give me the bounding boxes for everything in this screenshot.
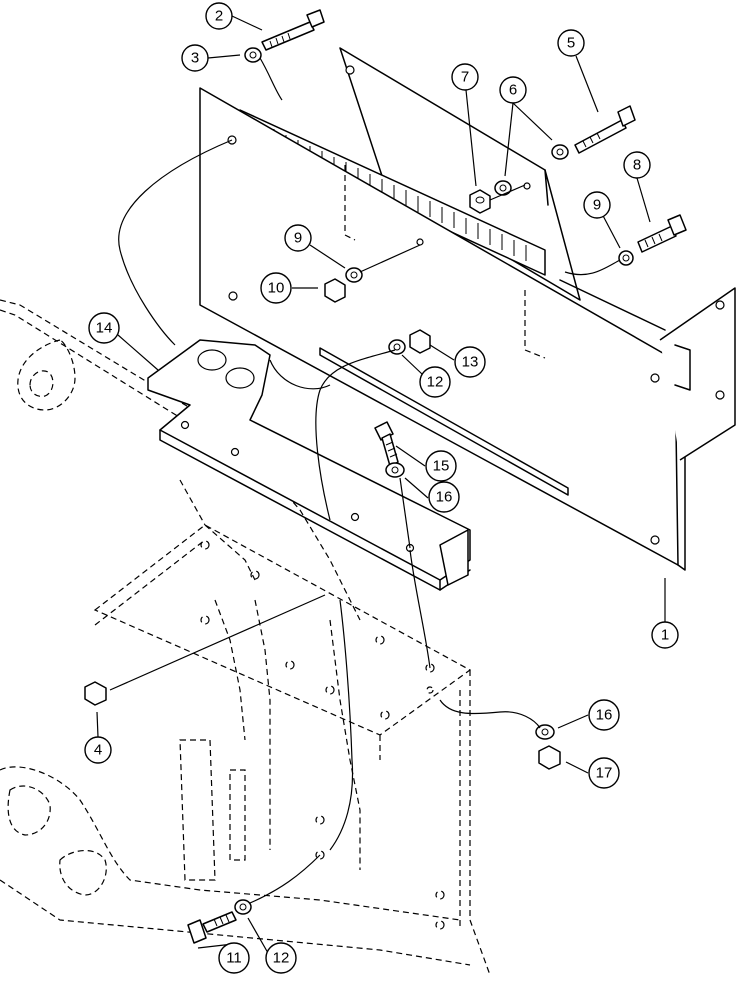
callout-label: 2 [215, 8, 223, 25]
callout-6: 6 [499, 76, 527, 104]
callout-label: 12 [273, 950, 290, 967]
washer-icon [385, 462, 405, 478]
callout-16-bottom: 16 [588, 699, 620, 731]
washer-icon [618, 250, 634, 266]
bolt-icon [637, 214, 687, 253]
nut-icon [324, 278, 346, 303]
callout-label: 8 [633, 157, 641, 174]
bolt-icon [187, 911, 237, 944]
callout-label: 16 [436, 489, 453, 506]
washer-icon [234, 899, 252, 915]
callout-label: 13 [462, 354, 479, 371]
callout-label: 4 [94, 742, 102, 759]
callout-2: 2 [205, 2, 233, 30]
machine-frame [0, 299, 491, 976]
callout-1: 1 [651, 621, 679, 649]
hardware [84, 9, 687, 944]
callout-15: 15 [425, 450, 457, 482]
washer-icon [244, 47, 262, 63]
callout-label: 11 [226, 950, 242, 967]
callout-3: 3 [181, 44, 209, 72]
callout-12-bottom: 12 [265, 942, 297, 974]
callout-label: 10 [268, 280, 285, 297]
nut-icon [469, 189, 491, 214]
callout-9-right: 9 [583, 191, 611, 219]
nut-icon [538, 745, 561, 770]
callout-label: 5 [567, 35, 575, 52]
callout-17: 17 [588, 757, 620, 789]
callout-label: 1 [661, 627, 669, 644]
washer-icon [494, 180, 512, 196]
callout-label: 12 [427, 374, 444, 391]
bolt-icon [261, 9, 325, 51]
callout-9-left: 9 [284, 224, 312, 252]
bracket [147, 339, 471, 591]
callout-label: 7 [461, 69, 469, 86]
washer-icon [345, 267, 363, 283]
callout-7: 7 [451, 63, 479, 91]
callout-12-top: 12 [419, 366, 451, 398]
assembly-lines [109, 57, 621, 904]
washer-icon [388, 339, 406, 355]
bolt-icon [374, 421, 399, 467]
callout-8: 8 [623, 151, 651, 179]
callout-label: 6 [509, 82, 517, 99]
washer-icon [535, 724, 555, 740]
callout-label: 9 [294, 230, 302, 247]
nut-icon [409, 329, 431, 354]
callout-10: 10 [260, 272, 292, 304]
callout-label: 9 [593, 197, 601, 214]
washer-icon [551, 144, 569, 160]
callout-11: 11 [218, 942, 250, 974]
bolt-icon [574, 105, 636, 154]
mounting-plate-assembly [199, 47, 736, 571]
callout-label: 3 [191, 50, 199, 67]
callout-label: 17 [596, 765, 613, 782]
callout-4: 4 [84, 736, 112, 764]
callout-5: 5 [557, 29, 585, 57]
callout-16-top: 16 [428, 481, 460, 513]
callout-label: 16 [596, 707, 613, 724]
callout-label: 14 [96, 320, 113, 337]
callout-label: 15 [433, 458, 450, 475]
nut-icon [84, 681, 107, 706]
callout-14: 14 [88, 312, 120, 344]
callout-13: 13 [454, 346, 486, 378]
